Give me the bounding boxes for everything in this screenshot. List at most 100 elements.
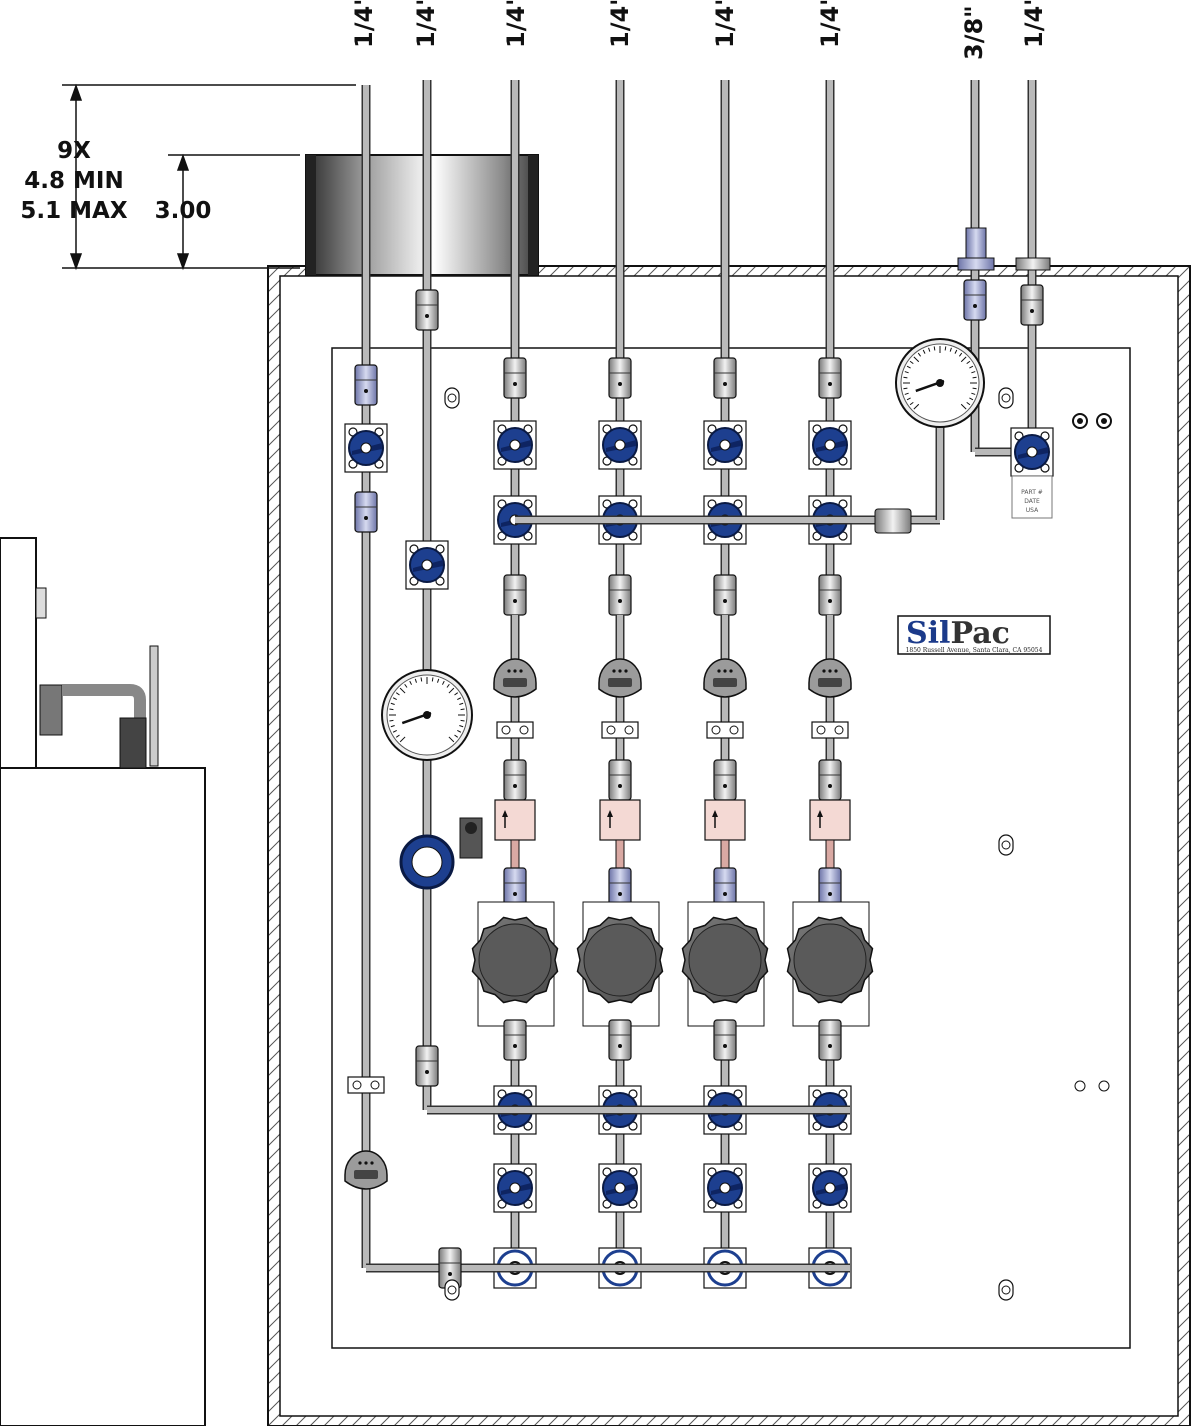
valve-stem	[824, 439, 836, 451]
fitting-dot	[1030, 309, 1034, 313]
tube-fitting	[818, 574, 842, 616]
switch-window	[503, 678, 527, 687]
tube-fitting	[818, 759, 842, 801]
fitting-dot	[828, 784, 832, 788]
clamp-screw	[834, 725, 844, 735]
gauge-tick	[404, 683, 408, 688]
fitting-dot	[828, 382, 832, 386]
test-port-opening	[465, 822, 477, 834]
dimension-count: 9X	[57, 138, 91, 164]
fitting-dot	[723, 1044, 727, 1048]
gauge-tick	[949, 347, 952, 352]
tube-fitting	[608, 1019, 632, 1061]
fitting-dot	[828, 892, 832, 896]
tube-size-labels: 1/4" 1/4" 1/4" 1/4" 1/4" 1/4" 3/8" 1/4"	[350, 0, 1048, 60]
tag-date: DATE	[1024, 498, 1040, 505]
fitting-dot	[364, 389, 368, 393]
clamp-screw	[352, 1080, 362, 1090]
gauge-tick	[441, 680, 445, 685]
logo-address: 1850 Russell Avenue, Santa Clara, CA 950…	[906, 647, 1043, 654]
tube-size-label: 1/4"	[1020, 0, 1048, 48]
tube-size-label: 1/4"	[606, 0, 634, 48]
dimension-height: 3.00	[155, 198, 212, 224]
switch-window	[713, 678, 737, 687]
clamp-screw	[816, 725, 826, 735]
gauge-tick	[903, 376, 908, 379]
gauge-tick	[969, 397, 974, 401]
tube-fitting	[713, 574, 737, 616]
switch-pin	[358, 1161, 362, 1165]
tube-fitting	[503, 357, 527, 399]
valve-stem	[360, 442, 372, 454]
gauge-tick	[459, 702, 464, 705]
check-valve	[809, 799, 851, 841]
knob-face	[793, 923, 867, 997]
gauge-tick	[906, 397, 911, 401]
tube-fitting	[503, 759, 527, 801]
gauge-tick	[971, 392, 976, 395]
gauge-tick	[913, 356, 920, 363]
check-valve	[704, 799, 746, 841]
gauge-tick	[972, 387, 977, 390]
switch-pin	[513, 669, 517, 673]
gauge-hub	[936, 379, 944, 387]
gauge-tick	[960, 403, 967, 410]
gauge-tick	[399, 687, 406, 694]
fitting-dot	[513, 599, 517, 603]
isolation-dial	[411, 846, 443, 878]
gauge-tick	[459, 725, 464, 728]
gauge-tick	[448, 736, 455, 743]
clamp-screw	[624, 725, 634, 735]
tube-size-label: 1/4"	[816, 0, 844, 48]
gauge-tick	[457, 729, 462, 733]
gauge-tick	[909, 401, 914, 406]
valve-stem	[509, 1182, 521, 1194]
gauge-tick	[954, 349, 958, 354]
valve-stem	[1026, 446, 1038, 458]
fitting-dot	[448, 1272, 452, 1276]
slot-hole	[447, 1285, 457, 1295]
gauge-tick	[420, 677, 423, 682]
gauge-tick	[414, 678, 417, 683]
gauge-tick	[966, 401, 971, 406]
tube-fitting	[415, 289, 439, 331]
logo-name-part2: Pac	[950, 616, 1009, 651]
fitting-dot	[723, 892, 727, 896]
fitting-dot	[723, 784, 727, 788]
tag-origin: USA	[1026, 507, 1039, 514]
gauge-tick	[944, 346, 947, 351]
fitting-dot	[513, 892, 517, 896]
tube-fitting	[415, 1045, 439, 1087]
slot-hole	[1001, 840, 1011, 850]
tag-part: PART #	[1021, 489, 1043, 496]
gauge-tick	[454, 692, 459, 696]
fitting-dot	[425, 314, 429, 318]
gauge-tick	[389, 719, 394, 722]
gauge-tick	[395, 734, 400, 738]
switch-pin	[507, 669, 511, 673]
logo-name-part1: Sil	[906, 616, 950, 651]
flex-section	[825, 839, 835, 871]
flow-arrowhead	[712, 810, 718, 817]
blue-fitting	[354, 364, 378, 406]
gauge-tick	[395, 692, 400, 696]
bulkhead-nut	[957, 257, 995, 271]
gauge-tick	[969, 365, 974, 369]
gauge-tick	[460, 708, 465, 711]
slot-hole	[447, 393, 457, 403]
check-valve	[599, 799, 641, 841]
valve-stem	[509, 439, 521, 451]
valve-stem	[719, 439, 731, 451]
switch-pin	[834, 669, 838, 673]
gauge-tick	[399, 736, 406, 743]
gauge-tick	[446, 683, 450, 688]
gauge-tick	[913, 403, 920, 410]
id-tag: PART # DATE USA	[1011, 475, 1053, 519]
tube-fitting	[818, 1019, 842, 1061]
check-valve	[494, 799, 536, 841]
switch-pin	[624, 669, 628, 673]
valve-stem	[421, 559, 433, 571]
clamp-screw	[519, 725, 529, 735]
switch-pin	[828, 669, 832, 673]
gauge-tick	[454, 734, 459, 738]
